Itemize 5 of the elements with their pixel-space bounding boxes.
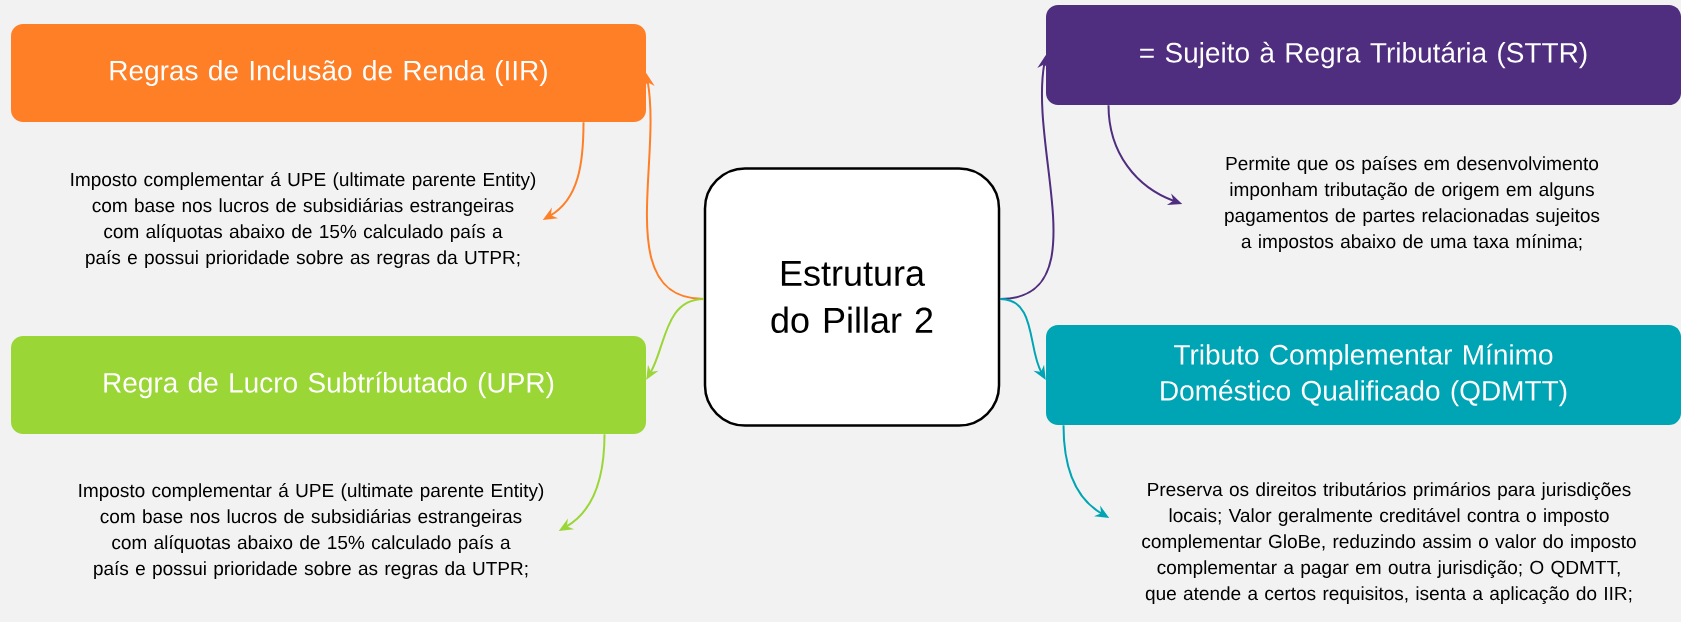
description-text: Preserva os direitos tributários primários para jurisdições locais; Valor geralmente creditável contra o imposto complementar GloBe, reduzindo assim o valor do imposto complementar a pagar em outra jurisdição; O QDMTT, que atende a certos requisitos, isenta a aplicação do IIR; bbox=[1142, 482, 1636, 604]
description-text: Permite que os países em desenvolvimento imponham tributação de origem em alguns pagamentos de partes relacionadas sujeitos a impostos abaixo de uma taxa mínima; bbox=[1225, 156, 1600, 252]
description-text: Imposto complementar á UPE (ultimate parente Entity) com base nos lucros de subsidiárias estrangeiras com alíquotas abaixo de 15% calculado país a país e possui prioridade sobre as regras da UTPR; bbox=[71, 172, 536, 268]
central-topic-box: Estrutura do Pillar 2 bbox=[703, 167, 1001, 427]
description-text: Imposto complementar á UPE (ultimate parente Entity) com base nos lucros de subsidiárias estrangeiras com alíquotas abaixo de 15% calculado país a país e possui prioridade sobre as regras da UTPR; bbox=[79, 483, 544, 579]
